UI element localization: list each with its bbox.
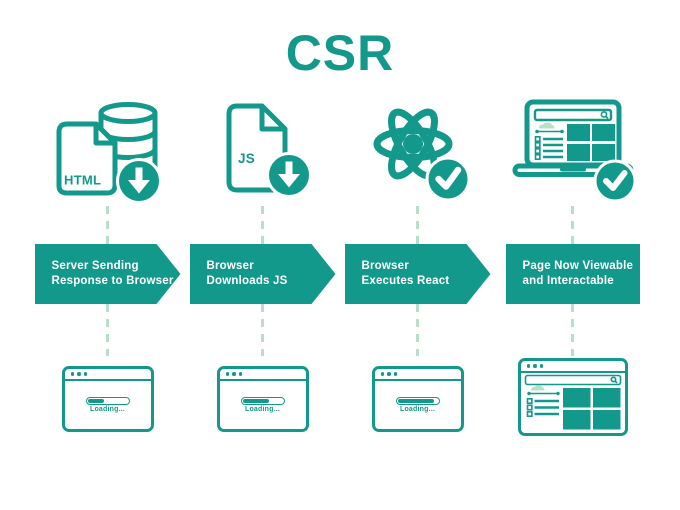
cloud-icon (530, 385, 545, 391)
browser-window-page-loaded (517, 358, 628, 436)
window-dot-icon (387, 372, 391, 376)
dashed-connector (415, 206, 420, 244)
laptop-browser-check-icon (512, 99, 636, 203)
step3-icon-cell (340, 94, 495, 206)
step4-icon-cell (495, 94, 650, 206)
html-label: HTML (64, 173, 101, 188)
step1-window-cell: Loading... (30, 358, 185, 432)
window-titlebar (219, 369, 306, 381)
banner-page-viewable: Page Now Viewable and Interactable (505, 244, 640, 304)
window-dot-icon (380, 372, 384, 376)
html-file-database-download-icon: HTML (56, 102, 162, 203)
window-titlebar (520, 361, 625, 373)
cloud-icon (538, 122, 555, 129)
browser-window-loading: Loading... (61, 366, 154, 432)
html-file-icon: HTML (56, 121, 117, 196)
banner-browser-executes-react: Browser Executes React (344, 244, 491, 304)
dashed-connector (570, 206, 575, 244)
window-body (521, 373, 625, 433)
list-items (526, 397, 559, 417)
download-arrow-icon (115, 158, 162, 203)
laptop-icon (512, 99, 633, 177)
react-logo-icon (373, 108, 452, 180)
window-dot-icon (539, 364, 543, 368)
loading-label: Loading... (89, 406, 126, 414)
window-dot-icon (83, 372, 87, 376)
step-banners-row: Server Sending Response to Browser Brows… (0, 244, 680, 304)
window-body: Loading... (220, 381, 306, 429)
browser-window-loading: Loading... (371, 366, 464, 432)
step3-banner-cell: Browser Executes React (340, 244, 495, 304)
dashed-connector (105, 206, 110, 244)
window-body: Loading... (65, 381, 151, 429)
result-windows-row: Loading... Loading... (0, 358, 680, 436)
banner-line2: Response to Browser (51, 275, 174, 287)
banner-browser-downloads-js: Browser Downloads JS (189, 244, 336, 304)
list-items (534, 135, 563, 160)
react-logo-check-icon (373, 108, 470, 202)
slider-widget (526, 391, 560, 396)
upper-connectors-row (0, 206, 680, 244)
slider-widget (534, 129, 564, 134)
window-titlebar (64, 369, 151, 381)
progress-bar (85, 396, 130, 405)
banner-line2: Executes React (361, 275, 450, 287)
window-dot-icon (232, 372, 236, 376)
progress-fill (87, 398, 105, 403)
dashed-connector (415, 304, 420, 356)
window-dot-icon (225, 372, 229, 376)
search-icon (610, 376, 618, 384)
progress-fill (397, 398, 435, 403)
check-icon (593, 159, 636, 203)
window-titlebar (374, 369, 461, 381)
banner-server-sending: Server Sending Response to Browser (34, 244, 181, 304)
window-dot-icon (238, 372, 242, 376)
step2-window-cell: Loading... (185, 358, 340, 432)
step4-banner-cell: Page Now Viewable and Interactable (495, 244, 650, 304)
dashed-connector (105, 304, 110, 356)
step3-window-cell: Loading... (340, 358, 495, 432)
loading-label: Loading... (244, 406, 281, 414)
step1-banner-cell: Server Sending Response to Browser (30, 244, 185, 304)
js-file-download-icon: JS (226, 103, 312, 198)
window-dot-icon (393, 372, 397, 376)
search-icon (600, 111, 609, 120)
check-icon (425, 156, 470, 202)
banner-line1: Browser (206, 260, 254, 272)
progress-bar (395, 396, 440, 405)
step1-icon-cell: HTML (30, 94, 185, 206)
download-arrow-icon (265, 152, 312, 198)
window-body: Loading... (375, 381, 461, 429)
dashed-connector (570, 304, 575, 356)
banner-line1: Server Sending (51, 260, 139, 272)
banner-line1: Browser (361, 260, 409, 272)
step2-icon-cell: JS (185, 94, 340, 206)
step4-window-cell (495, 358, 650, 436)
window-dot-icon (533, 364, 537, 368)
lower-connectors-row (0, 304, 680, 356)
content-grid (566, 124, 615, 161)
window-dot-icon (70, 372, 74, 376)
loaded-page-content (524, 374, 621, 430)
banner-line2: and Interactable (522, 275, 614, 287)
window-dot-icon (77, 372, 81, 376)
step2-banner-cell: Browser Downloads JS (185, 244, 340, 304)
loading-label: Loading... (399, 406, 436, 414)
browser-window-loading: Loading... (216, 366, 309, 432)
window-dot-icon (526, 364, 530, 368)
step-icons-row: HTML JS (0, 94, 680, 206)
progress-fill (242, 398, 269, 403)
banner-line2: Downloads JS (206, 275, 288, 287)
progress-bar (240, 396, 285, 405)
banner-line1: Page Now Viewable (522, 260, 634, 272)
dashed-connector (260, 206, 265, 244)
js-label: JS (238, 151, 255, 166)
dashed-connector (260, 304, 265, 356)
content-grid (562, 388, 620, 430)
page-title: CSR (285, 25, 395, 81)
